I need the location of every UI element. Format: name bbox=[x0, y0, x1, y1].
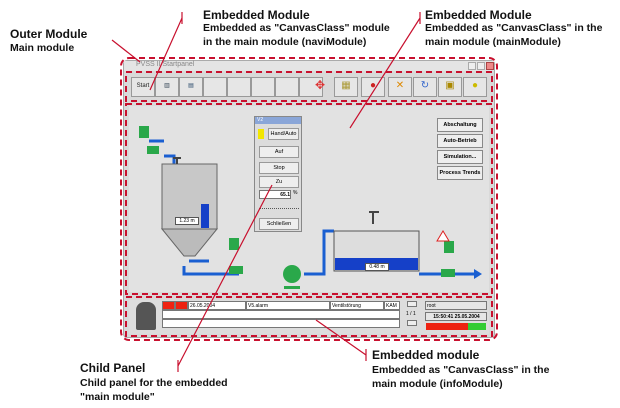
grid-icon[interactable]: ▦ bbox=[334, 77, 358, 97]
system-load-bar bbox=[426, 323, 486, 330]
user-field: root bbox=[425, 301, 487, 310]
child-panel-desc2: "main module" bbox=[80, 391, 155, 403]
process-trends-button[interactable]: Process Trends bbox=[437, 166, 483, 180]
start-button[interactable]: Start bbox=[131, 77, 155, 97]
open-button[interactable]: Auf bbox=[259, 146, 299, 158]
info-module-desc1: Embedded as "CanvasClass" in the bbox=[372, 364, 550, 376]
maximize-button[interactable] bbox=[477, 62, 485, 70]
main-module-desc1: Embedded as "CanvasClass" in the bbox=[425, 22, 603, 34]
close-button[interactable] bbox=[486, 62, 494, 70]
hand-auto-button[interactable]: Hand/Auto bbox=[268, 128, 299, 140]
tank-1-level bbox=[201, 204, 209, 228]
pipe-segment bbox=[164, 154, 209, 263]
info-connector bbox=[315, 319, 367, 361]
child-panel-title: Child Panel bbox=[80, 361, 146, 375]
child-connector bbox=[177, 184, 273, 372]
empty-button-3[interactable] bbox=[251, 77, 275, 97]
alarm-text[interactable]: V5.alarm bbox=[246, 301, 330, 310]
panel-button[interactable]: ▤ bbox=[179, 77, 203, 97]
agitator-2 bbox=[369, 211, 379, 224]
navi-module-desc2: in the main module (naviModule) bbox=[203, 36, 367, 48]
window-title: PVSS II Startpanel bbox=[124, 61, 494, 71]
info-module-border bbox=[125, 296, 493, 337]
outer-module-desc: Main module bbox=[10, 42, 75, 54]
valve-body-3 bbox=[441, 269, 455, 277]
process-graphic bbox=[139, 126, 482, 289]
help-icon[interactable]: ● bbox=[463, 77, 487, 97]
empty-button-2[interactable] bbox=[227, 77, 251, 97]
alarm-row-2[interactable] bbox=[162, 310, 400, 319]
valve-1 bbox=[139, 126, 149, 138]
alarm-ack[interactable]: KAM bbox=[384, 301, 400, 310]
info-module-desc2: main module (infoModule) bbox=[372, 378, 503, 390]
main-module-title: Embedded Module bbox=[425, 8, 532, 22]
outer-module-title: Outer Module bbox=[10, 27, 88, 41]
child-panel-title-bar: V2 bbox=[255, 117, 301, 124]
abschaltung-button[interactable]: Abschaltung bbox=[437, 118, 483, 132]
alarm-row-3[interactable] bbox=[162, 319, 400, 328]
clock: 15:50:41 25.05.2004 bbox=[425, 312, 487, 321]
page-down-button[interactable] bbox=[407, 320, 417, 326]
child-panel-desc1: Child panel for the embedded bbox=[80, 377, 228, 389]
value-field[interactable]: 65.1 bbox=[259, 190, 291, 199]
empty-button-4[interactable] bbox=[275, 77, 299, 97]
value-slider[interactable] bbox=[259, 202, 299, 209]
navi-module-border bbox=[125, 71, 493, 102]
navi-module-title: Embedded Module bbox=[203, 8, 310, 22]
navi-connector bbox=[149, 12, 183, 91]
child-panel: V2 Hand/Auto Auf Stop Zu 65.1 % Schließe… bbox=[254, 116, 302, 232]
page-up-button[interactable] bbox=[407, 301, 417, 307]
valve-2 bbox=[229, 238, 239, 250]
alarm-state-2 bbox=[175, 301, 188, 310]
auto-betrieb-button[interactable]: Auto-Betrieb bbox=[437, 134, 483, 148]
close-panel-button[interactable]: Schließen bbox=[259, 218, 299, 230]
tank-1-cone bbox=[160, 228, 219, 257]
outer-module-border bbox=[120, 57, 498, 341]
main-module-desc2: main module (mainModule) bbox=[425, 36, 561, 48]
agitator-1 bbox=[173, 157, 181, 164]
mode-indicator bbox=[258, 129, 264, 139]
cancel-icon[interactable]: ✕ bbox=[388, 77, 412, 97]
alarm-type[interactable]: Ventilstörung bbox=[330, 301, 384, 310]
valve-body-2 bbox=[229, 266, 243, 274]
simulation-button[interactable]: Simulation... bbox=[437, 150, 483, 164]
navigate-icon[interactable]: ✥ bbox=[314, 78, 326, 92]
unit-label: % bbox=[293, 190, 298, 196]
save-icon[interactable]: ▣ bbox=[438, 77, 462, 97]
pump bbox=[283, 265, 301, 283]
alarm-state-1 bbox=[162, 301, 175, 310]
empty-button-5[interactable] bbox=[299, 77, 323, 97]
main-module-border bbox=[125, 103, 493, 295]
flow-arrow bbox=[474, 269, 482, 279]
navi-module-desc1: Embedded as "CanvasClass" module bbox=[203, 22, 390, 34]
minimize-button[interactable] bbox=[468, 62, 476, 70]
stop-button[interactable]: Stop bbox=[259, 162, 299, 174]
refresh-icon[interactable]: ↻ bbox=[413, 77, 437, 97]
main-connector bbox=[349, 12, 421, 129]
close-valve-button[interactable]: Zu bbox=[259, 176, 299, 188]
overview-button[interactable]: ▥ bbox=[155, 77, 179, 97]
warning-icon bbox=[436, 230, 450, 242]
info-module-title: Embedded module bbox=[372, 348, 480, 362]
operator-avatar bbox=[136, 302, 156, 330]
tank-2-level-label: 0.48 m bbox=[365, 263, 389, 271]
valve-3 bbox=[444, 241, 454, 253]
tank-1-level-label: 1.23 m bbox=[175, 217, 199, 225]
pump-status bbox=[284, 286, 300, 289]
pipes bbox=[149, 139, 474, 276]
page-indicator: 1 / 1 bbox=[406, 311, 416, 317]
empty-button-1[interactable] bbox=[203, 77, 227, 97]
valve-body-1 bbox=[147, 146, 159, 154]
outer-connector bbox=[111, 39, 141, 63]
